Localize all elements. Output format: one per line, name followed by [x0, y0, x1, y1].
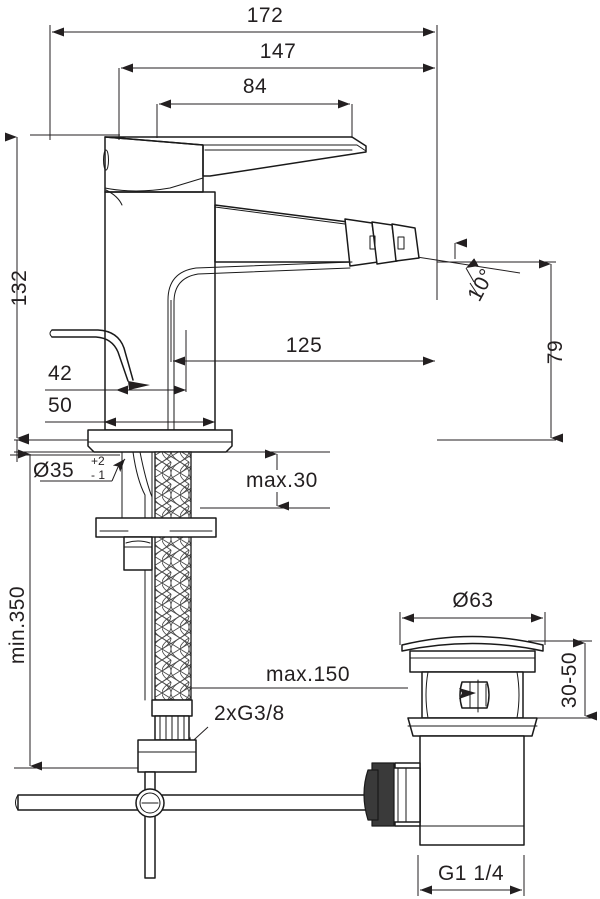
label-mount-hole-tolerance-lower: - 1	[91, 468, 105, 482]
braided-hose	[154, 451, 192, 701]
label-mount-hole-diameter: Ø35	[33, 459, 74, 482]
dimension-waste-flange	[399, 612, 546, 645]
dimension-waste-thread	[417, 855, 525, 896]
label-spout-reach-total: 147	[260, 40, 297, 63]
bidet-mixer-body	[15, 136, 420, 879]
pop-up-waste-assembly	[363, 635, 544, 846]
dimension-deck-thickness	[200, 449, 330, 511]
label-min-supply-length: min.350	[6, 586, 29, 664]
aerator-outlet	[344, 218, 420, 267]
label-waste-thread: G1 1/4	[438, 862, 504, 885]
dimension-spout-projection	[170, 300, 435, 366]
label-handle-clearance: 42	[48, 362, 72, 385]
dimension-outlet-angle	[403, 238, 521, 296]
label-waste-height-range: 30-50	[558, 652, 581, 708]
label-spout-height: 79	[544, 340, 567, 364]
label-max-waste-offset: max.150	[266, 663, 350, 686]
dimension-lever-length	[156, 99, 353, 138]
label-lever-length: 84	[243, 75, 267, 98]
label-outlet-angle: 10°	[463, 265, 499, 305]
supply-connector	[137, 699, 197, 773]
label-waste-flange-diameter: Ø63	[452, 589, 493, 612]
label-spout-projection: 125	[286, 334, 323, 357]
dimension-spout-reach	[118, 63, 435, 140]
dimension-waste-height-range	[528, 638, 597, 721]
label-deck-thickness: max.30	[246, 469, 318, 492]
label-body-base-width: 50	[48, 394, 72, 417]
label-mount-hole-tolerance-upper: +2	[91, 454, 105, 468]
dimension-spout-height	[437, 259, 563, 443]
label-overall-width: 172	[247, 4, 284, 27]
label-supply-thread: 2xG3/8	[214, 702, 285, 725]
waste-lever-rod	[15, 771, 379, 879]
dimension-overall-width	[49, 25, 438, 300]
label-overall-height: 132	[8, 270, 31, 307]
